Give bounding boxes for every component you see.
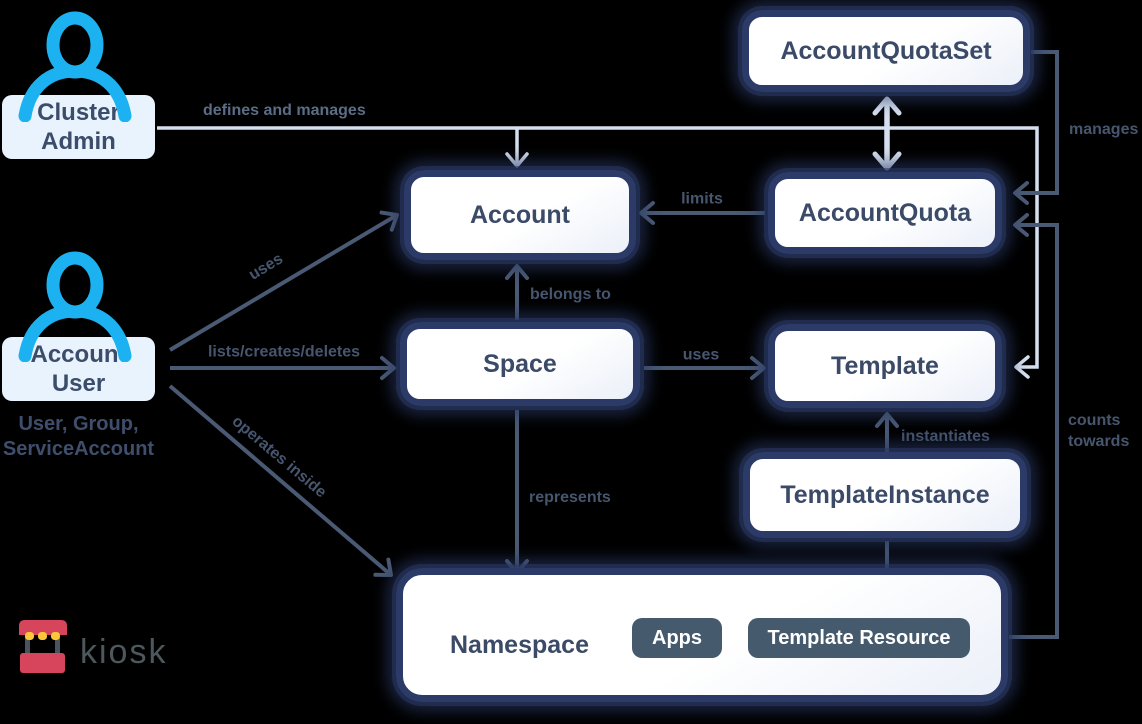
kiosk-awning <box>19 620 67 635</box>
kiosk-post-right <box>55 634 60 656</box>
cluster-admin-line2: Admin <box>41 128 116 155</box>
kiosk-logo-text: kiosk <box>80 633 168 671</box>
cluster-admin-line1: Cluster <box>37 99 120 126</box>
kiosk-logo-icon <box>19 620 67 673</box>
edge-label-limits: limits <box>681 190 723 208</box>
account-user-caption-line1: User, Group, <box>18 413 139 435</box>
edge-manages <box>1013 50 1059 205</box>
cluster-admin-label: Cluster Admin <box>2 95 155 159</box>
account-user-caption-line2: ServiceAccount <box>2 438 155 460</box>
edge-label-counts-towards: counts towards <box>1068 412 1130 450</box>
namespace-label: Namespace <box>450 630 589 659</box>
node-account-quota: AccountQuota <box>768 172 1002 254</box>
kiosk-light-1 <box>25 632 34 640</box>
account-user-line1: Account <box>30 341 127 368</box>
node-label: Space <box>483 349 557 378</box>
cluster-admin-user-icon <box>18 11 132 122</box>
edge-label-lists-creates-deletes: lists/creates/deletes <box>207 343 361 361</box>
edge-uses-account <box>168 210 399 352</box>
account-user-line2: User <box>51 370 106 397</box>
node-space: Space <box>400 322 640 406</box>
account-user-user-icon <box>18 251 132 362</box>
edge-counts-towards <box>1009 213 1059 639</box>
edge-defines-and-manages <box>157 126 1039 379</box>
account-user-caption: User, Group, ServiceAccount <box>0 412 157 462</box>
kiosk-counter <box>20 653 65 673</box>
node-label: AccountQuota <box>798 198 972 227</box>
kiosk-light-3 <box>51 632 60 640</box>
apps-chip: Apps <box>632 618 722 658</box>
node-account: Account <box>404 170 636 260</box>
edge-label-uses-template: uses <box>682 346 720 364</box>
node-account-quota-set: AccountQuotaSet <box>742 10 1030 92</box>
kiosk-light-2 <box>38 632 47 640</box>
edge-label-instantiates: instantiates <box>901 428 990 445</box>
kiosk-post-left <box>25 634 30 656</box>
node-template-instance: TemplateInstance <box>743 452 1027 538</box>
template-resource-chip: Template Resource <box>748 618 970 658</box>
node-namespace: Namespace Apps Template Resource <box>396 568 1008 702</box>
edge-label-belongs-to: belongs to <box>530 286 611 303</box>
node-label: Template <box>831 351 939 380</box>
edge-label-defines-and-manages: defines and manages <box>203 102 366 119</box>
node-label: TemplateInstance <box>780 480 990 509</box>
edge-label-manages: manages <box>1069 121 1139 138</box>
edge-operates-inside <box>168 384 393 577</box>
node-label: Account <box>470 200 570 229</box>
node-template: Template <box>768 324 1002 408</box>
node-label: AccountQuotaSet <box>780 36 992 65</box>
edge-label-represents: represents <box>529 489 611 506</box>
